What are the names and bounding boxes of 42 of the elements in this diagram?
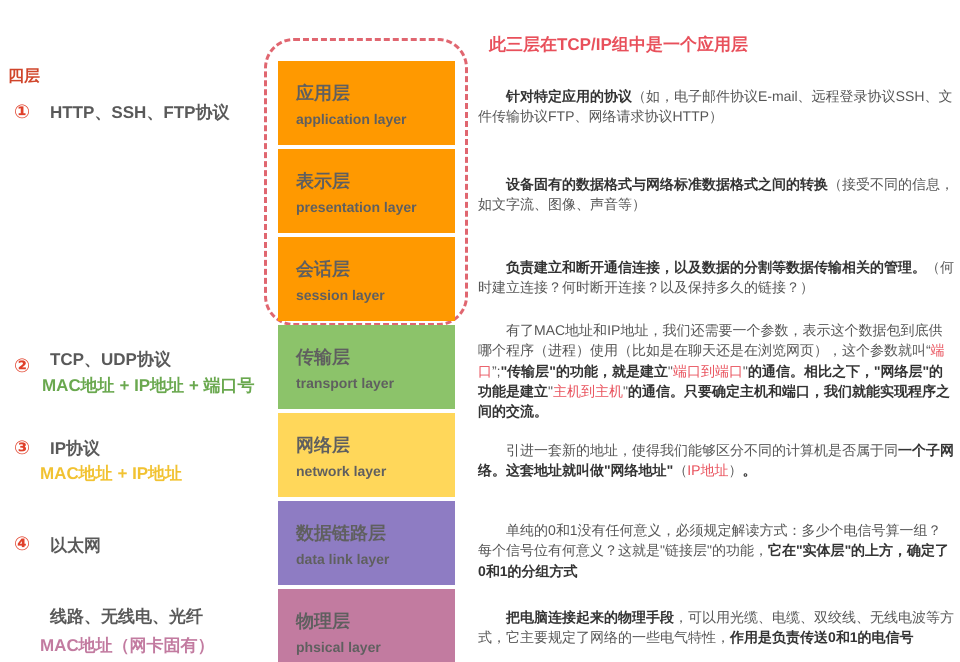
- layer-box: [278, 413, 455, 497]
- layer-description: 针对特定应用的协议（如，电子邮件协议E-mail、远程登录协议SSH、文件传输协议FTP、网络请求协议HTTP）: [478, 87, 954, 126]
- side-label: MAC地址 + IP地址 + 端口号: [42, 375, 255, 397]
- layer-name: 会话层: [296, 259, 351, 281]
- side-label: TCP、UDP协议: [50, 349, 171, 371]
- step-number: ②: [14, 355, 30, 378]
- layer-name: 应用层: [296, 83, 351, 105]
- layer-description: 引进一套新的地址，使得我们能够区分不同的计算机是否属于同一个子网络。这套地址就叫做"网络地址"（IP地址）。: [478, 441, 954, 480]
- group-heading: 此三层在TCP/IP组中是一个应用层: [489, 34, 748, 56]
- layer-box: [278, 237, 455, 321]
- layer-english-name: phsical layer: [296, 638, 382, 655]
- layer-box: [278, 61, 455, 145]
- layer-description: 负责建立和断开通信连接，以及数据的分割等数据传输相关的管理。（何时建立连接？何时断开连接？以及保持多久的链接？）: [478, 258, 954, 298]
- layer-description: 单纯的0和1没有任何意义，必须规定解读方式：多少个电信号算一组？每个信号位有何意义？这就是"链接层"的功能，它在"实体层"的上方，确定了0和1的分组方式: [478, 521, 950, 581]
- layer-box: [278, 325, 455, 409]
- side-label: HTTP、SSH、FTP协议: [50, 102, 230, 124]
- layer-box: [278, 589, 455, 662]
- section-heading: 四层: [8, 67, 40, 87]
- layer-name: 物理层: [296, 611, 351, 633]
- step-number: ①: [14, 101, 30, 124]
- layer-english-name: network layer: [296, 462, 388, 479]
- layer-name: 网络层: [296, 435, 351, 457]
- layer-name: 表示层: [296, 171, 351, 193]
- layer-english-name: session layer: [296, 286, 386, 303]
- layer-english-name: data link layer: [296, 550, 390, 567]
- layer-box: [278, 149, 455, 233]
- layer-name: 数据链路层: [296, 523, 387, 545]
- side-label: MAC地址 + IP地址: [40, 463, 182, 485]
- step-number: ③: [14, 437, 30, 460]
- layer-english-name: presentation layer: [296, 198, 418, 215]
- layer-description: 把电脑连接起来的物理手段，可以用光缆、电缆、双绞线、无线电波等方式，它主要规定了网络的一些电气特性，作用是负责传送0和1的电信号: [478, 608, 954, 648]
- layer-box: [278, 501, 455, 585]
- side-label: 线路、无线电、光纤: [50, 606, 203, 628]
- layer-name: 传输层: [296, 347, 351, 369]
- side-label: MAC地址（网卡固有）: [40, 635, 215, 657]
- layer-description: 有了MAC地址和IP地址，我们还需要一个参数，表示这个数据包到底供哪个程序（进程）使用（比如是在聊天还是在浏览网页），这个参数就叫“端口”;"传输层"的功能，就是建立"端口到端口"的通信。相比之下，"网络层"的功能是建立"主机到主机"的通信。只要确定主机和端口，我们就能实现程序之间的交流。: [478, 321, 951, 422]
- step-number: ④: [14, 533, 30, 556]
- layer-english-name: transport layer: [296, 374, 396, 391]
- layer-description: 设备固有的数据格式与网络标准数据格式之间的转换（接受不同的信息，如文字流、图像、声音等）: [478, 175, 954, 214]
- side-label: IP协议: [50, 438, 100, 460]
- side-label: 以太网: [50, 535, 101, 557]
- layer-english-name: application layer: [296, 110, 408, 127]
